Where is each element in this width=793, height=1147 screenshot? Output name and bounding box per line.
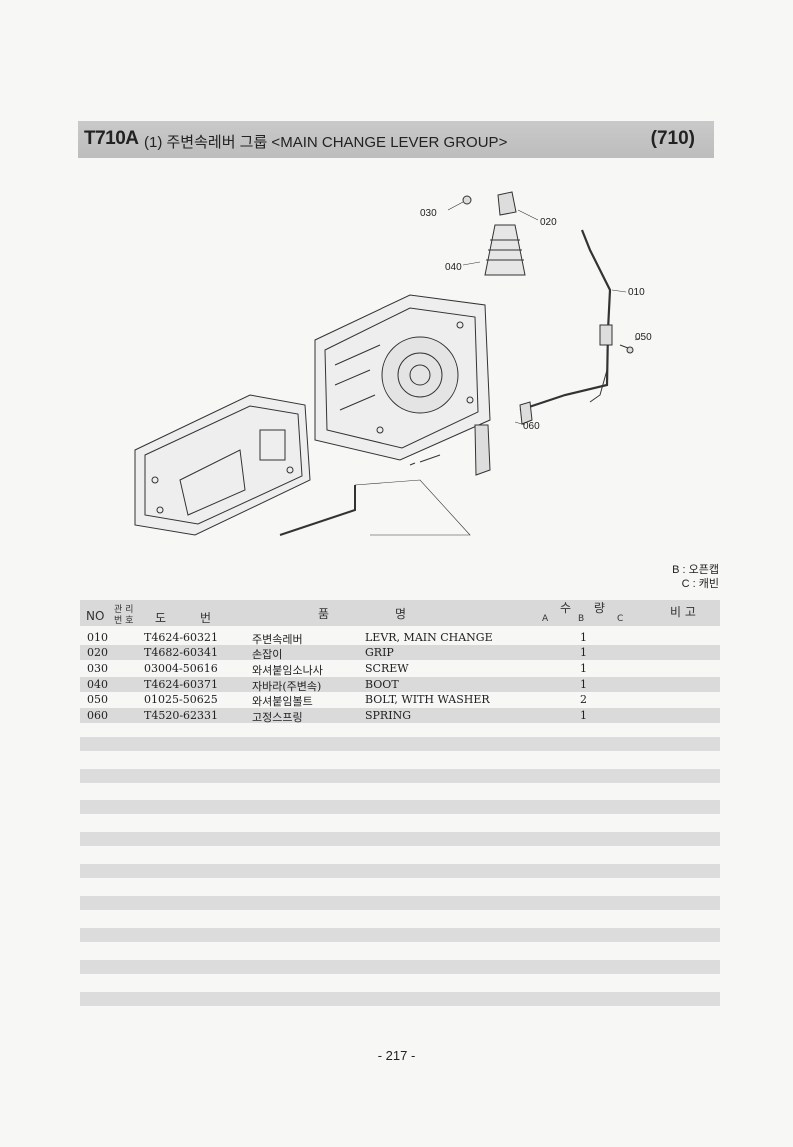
row-name-en: BOOT <box>365 678 399 691</box>
transmission-housing-rear <box>314 294 491 461</box>
callout-020: 020 <box>540 217 557 228</box>
page-number: - 217 - <box>377 1048 416 1063</box>
callout-050: 050 <box>635 332 652 343</box>
header-no: NO <box>86 609 105 623</box>
row-part-no: T4520-62331 <box>144 709 219 722</box>
header-mgmt-top: 관 리 <box>114 605 134 615</box>
row-qty-b: 1 <box>580 678 587 691</box>
exploded-parts-diagram: 030 020 040 010 050 060 <box>134 191 652 536</box>
row-qty-b: 1 <box>580 646 587 659</box>
empty-table-band <box>80 737 720 751</box>
row-no: 030 <box>87 662 108 675</box>
row-name-kr: 자바라(주변속) <box>252 680 322 693</box>
section-code: T710A <box>84 128 139 149</box>
header-qty-b: B <box>578 614 585 624</box>
transmission-housing-front <box>134 394 311 536</box>
row-qty-b: 2 <box>580 693 587 706</box>
header-qty-c: C <box>617 614 624 624</box>
section-page-code: (710) <box>650 128 695 149</box>
legend-b: B : 오픈캡 <box>672 564 719 576</box>
callout-010: 010 <box>628 287 645 298</box>
empty-table-band <box>80 769 720 783</box>
row-name-kr: 와셔붙임볼트 <box>252 695 313 708</box>
row-name-kr: 와셔붙임소나사 <box>252 664 323 677</box>
empty-table-band <box>80 928 720 942</box>
header-name-2: 명 <box>395 607 407 621</box>
row-part-no: T4682-60341 <box>144 646 219 659</box>
header-mgmt-bottom: 번 호 <box>114 616 134 626</box>
grip <box>497 191 517 216</box>
shift-rod <box>279 485 356 536</box>
row-part-no: T4624-60321 <box>144 631 219 644</box>
empty-table-band <box>80 864 720 878</box>
header-part-no-2: 번 <box>200 611 212 625</box>
table-row: 020 T4682-60341 손잡이 GRIP 1 <box>80 645 720 661</box>
empty-table-band <box>80 992 720 1006</box>
table-row: 050 01025-50625 와셔붙임볼트 BOLT, WITH WASHER… <box>80 692 720 708</box>
table-row: 040 T4624-60371 자바라(주변속) BOOT 1 <box>80 677 720 693</box>
row-qty-b: 1 <box>580 631 587 644</box>
row-no: 010 <box>87 631 108 644</box>
callout-060: 060 <box>523 421 540 432</box>
section-header-bar <box>78 121 714 158</box>
spring-bracket <box>474 424 491 476</box>
row-part-no: 01025-50625 <box>144 693 218 706</box>
header-qty-a: A <box>542 614 549 624</box>
row-name-kr: 고정스프링 <box>252 711 303 724</box>
row-qty-b: 1 <box>580 709 587 722</box>
header-part-no-1: 도 <box>155 611 167 625</box>
empty-table-band <box>80 896 720 910</box>
row-no: 060 <box>87 709 108 722</box>
row-no: 020 <box>87 646 108 659</box>
row-name-en: GRIP <box>365 646 394 659</box>
empty-table-band <box>80 960 720 974</box>
table-header-bar <box>80 600 720 626</box>
main-change-lever <box>519 229 612 412</box>
row-name-en: LEVR, MAIN CHANGE <box>365 631 493 644</box>
empty-table-band <box>80 832 720 846</box>
row-name-en: SCREW <box>365 662 409 675</box>
table-row: 030 03004-50616 와셔붙임소나사 SCREW 1 <box>80 661 720 677</box>
row-name-en: BOLT, WITH WASHER <box>365 693 490 706</box>
section-title: (1) 주변속레버 그룹 <MAIN CHANGE LEVER GROUP> <box>144 134 508 151</box>
row-no: 040 <box>87 678 108 691</box>
header-qty: 수 량 <box>560 601 605 615</box>
row-qty-b: 1 <box>580 662 587 675</box>
row-name-en: SPRING <box>365 709 411 722</box>
header-name-1: 품 <box>318 607 330 621</box>
table-row: 010 T4624-60321 주변속레버 LEVR, MAIN CHANGE … <box>80 630 720 646</box>
row-name-kr: 주변속레버 <box>252 633 303 646</box>
empty-table-band <box>80 800 720 814</box>
table-row: 060 T4520-62331 고정스프링 SPRING 1 <box>80 708 720 724</box>
row-part-no: 03004-50616 <box>144 662 218 675</box>
legend-c: C : 캐빈 <box>681 578 719 590</box>
callout-040: 040 <box>445 262 462 273</box>
row-name-kr: 손잡이 <box>252 648 283 661</box>
header-remarks: 비 고 <box>670 605 696 619</box>
callout-030: 030 <box>420 208 437 219</box>
row-part-no: T4624-60371 <box>144 678 219 691</box>
row-no: 050 <box>87 693 108 706</box>
